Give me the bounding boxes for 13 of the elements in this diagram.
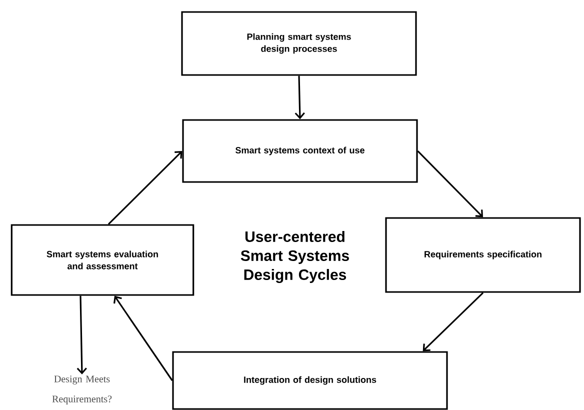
process-box: Planning smart systems design processes <box>181 11 417 76</box>
arrow <box>113 296 173 381</box>
arrow <box>108 151 182 225</box>
arrow <box>76 296 87 374</box>
process-box: Smart systems context of use <box>182 119 418 183</box>
diagram-title: User-centered Smart Systems Design Cycles <box>240 230 349 284</box>
arrow <box>422 292 484 352</box>
arrow <box>417 150 483 218</box>
process-box: Integration of design solutions <box>172 351 448 410</box>
process-box: Requirements specification <box>385 217 581 293</box>
process-box: Smart systems evaluation and assessment <box>10 224 194 296</box>
arrow <box>294 76 305 120</box>
question-text: Design Meets Requirements? <box>52 376 112 404</box>
